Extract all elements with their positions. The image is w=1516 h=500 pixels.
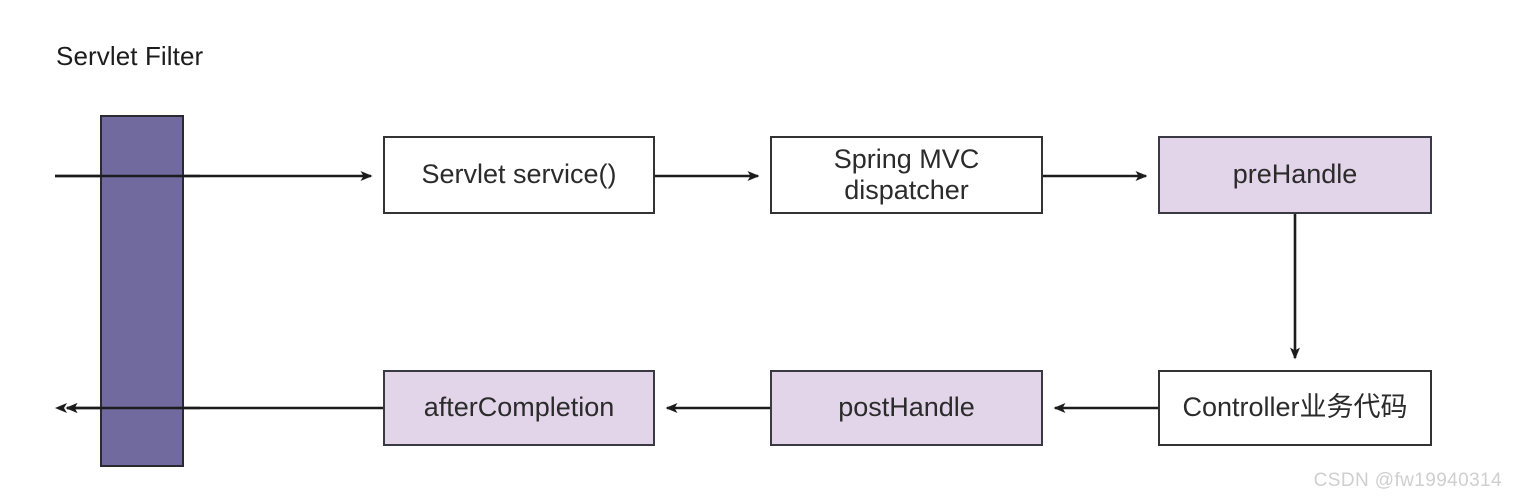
watermark-text: CSDN @fw19940314 <box>1313 470 1502 491</box>
node-spring-mvc-dispatcher-label-line2: dispatcher <box>844 175 969 205</box>
servlet-filter-bar <box>100 115 184 467</box>
node-servlet-service[interactable]: Servlet service() <box>383 136 655 214</box>
node-pre-handle-label: preHandle <box>1232 159 1358 190</box>
node-post-handle[interactable]: postHandle <box>770 370 1043 446</box>
node-controller-business-code-label: Controller业务代码 <box>1182 392 1408 423</box>
node-pre-handle[interactable]: preHandle <box>1158 136 1432 214</box>
node-controller-business-code[interactable]: Controller业务代码 <box>1158 370 1432 446</box>
node-servlet-service-label: Servlet service() <box>421 159 617 190</box>
node-spring-mvc-dispatcher-label-line1: Spring MVC <box>833 143 980 174</box>
node-after-completion-label: afterCompletion <box>423 392 615 423</box>
node-after-completion[interactable]: afterCompletion <box>383 370 655 446</box>
diagram-title: Servlet Filter <box>56 41 204 71</box>
node-spring-mvc-dispatcher[interactable]: Spring MVC dispatcher <box>770 136 1043 214</box>
node-post-handle-label: postHandle <box>838 392 975 423</box>
